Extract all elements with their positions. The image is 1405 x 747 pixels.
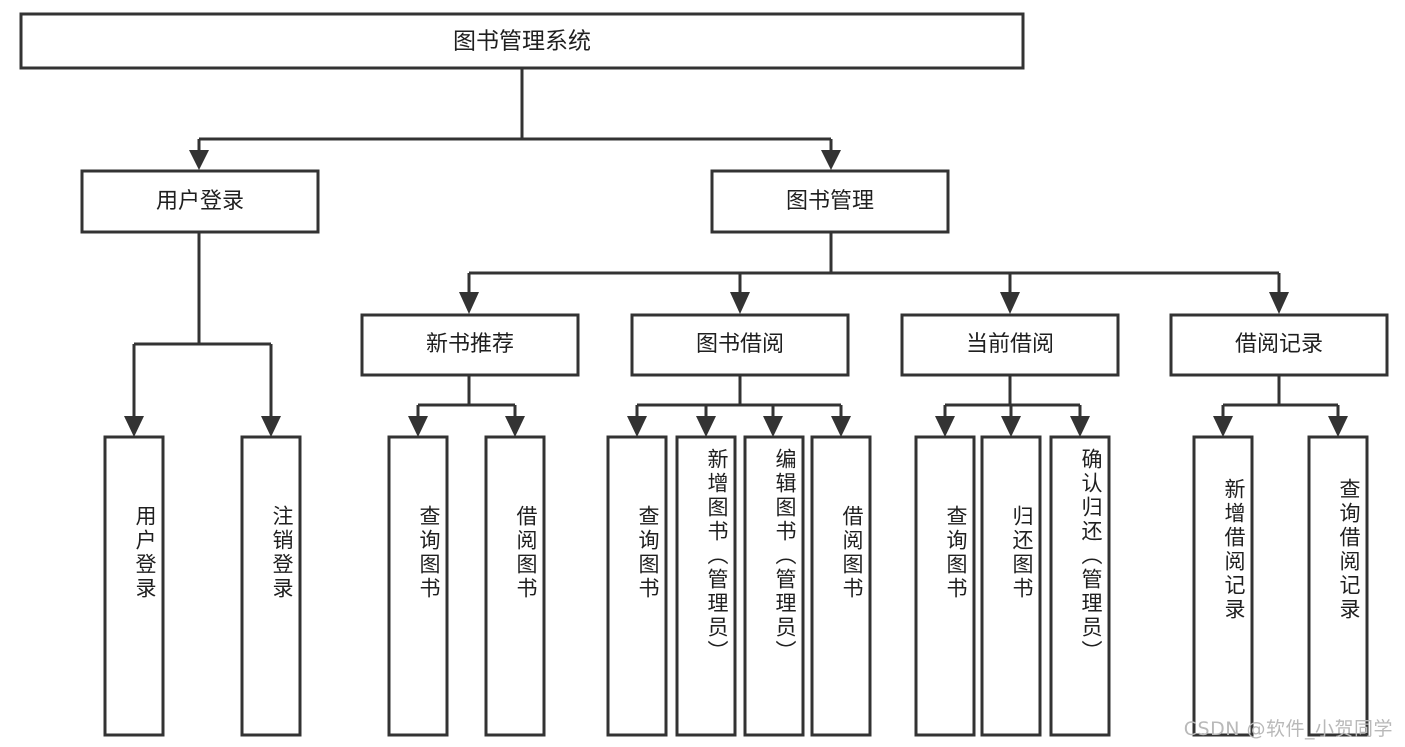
arrowhead-newbook-leaf-1 [408,416,428,437]
arrowhead-login [189,150,209,170]
leaf-box-new-book-1[interactable] [387,435,449,737]
node-root[interactable]: 图书管理系统 [19,12,1025,70]
node-borrow-record[interactable]: 借阅记录 [1169,313,1389,377]
arrowhead-borrow-leaf-2 [696,416,716,437]
leaf-box-book-borrow-4[interactable] [810,435,872,737]
leaf-box-new-book-2[interactable] [484,435,546,737]
leaf-box-user-login-1[interactable] [103,435,165,737]
leaf-box-current-borrow-3[interactable] [1049,435,1111,737]
arrowhead-record-leaf-2 [1328,416,1348,437]
arrowhead-borrow-leaf-4 [831,416,851,437]
arrowhead-login-leaf-2 [261,416,281,437]
borrow-record-label: 借阅记录 [1235,332,1323,357]
node-book-borrow[interactable]: 图书借阅 [630,313,850,377]
book-management-box[interactable] [710,169,950,234]
arrowhead-record-leaf-1 [1213,416,1233,437]
arrowhead-current-leaf-1 [935,416,955,437]
node-current-borrow[interactable]: 当前借阅 [900,313,1120,377]
new-book-recommend-label: 新书推荐 [426,332,514,357]
leaf-box-user-login-2[interactable] [240,435,302,737]
borrow-record-box[interactable] [1169,313,1389,377]
arrowhead-borrow-record [1269,292,1289,314]
arrowhead-new-book [459,292,479,314]
user-login-label: 用户登录 [156,189,244,214]
book-borrow-label: 图书借阅 [696,332,784,357]
current-borrow-box[interactable] [900,313,1120,377]
arrowhead-book-borrow [730,292,750,314]
arrowhead-current-leaf-3 [1070,416,1090,437]
csdn-watermark: CSDN @软件_小贺同学 [1183,718,1393,740]
leaf-box-book-borrow-2[interactable] [675,435,737,737]
leaf-box-book-borrow-1[interactable] [606,435,668,737]
arrowhead-borrow-leaf-1 [627,416,647,437]
node-book-management[interactable]: 图书管理 [710,169,950,234]
leaf-box-current-borrow-1[interactable] [914,435,976,737]
arrowhead-login-leaf-1 [124,416,144,437]
arrowhead-borrow-leaf-3 [763,416,783,437]
leaf-box-borrow-record-1[interactable] [1192,435,1254,737]
root-box[interactable] [19,12,1025,70]
leaf-box-borrow-record-2[interactable] [1307,435,1369,737]
connector-group [124,68,1348,437]
arrowhead-current-leaf-2 [1001,416,1021,437]
node-user-login[interactable]: 用户登录 [80,169,320,234]
node-new-book-recommend[interactable]: 新书推荐 [360,313,580,377]
arrowhead-newbook-leaf-2 [505,416,525,437]
book-borrow-box[interactable] [630,313,850,377]
arrowhead-current-borrow [1000,292,1020,314]
book-management-label: 图书管理 [786,189,874,214]
arrowhead-books [821,150,841,170]
user-login-box[interactable] [80,169,320,234]
root-label: 图书管理系统 [453,29,591,55]
leaf-box-book-borrow-3[interactable] [743,435,805,737]
leaf-box-current-borrow-2[interactable] [980,435,1042,737]
current-borrow-label: 当前借阅 [966,332,1054,357]
new-book-recommend-box[interactable] [360,313,580,377]
